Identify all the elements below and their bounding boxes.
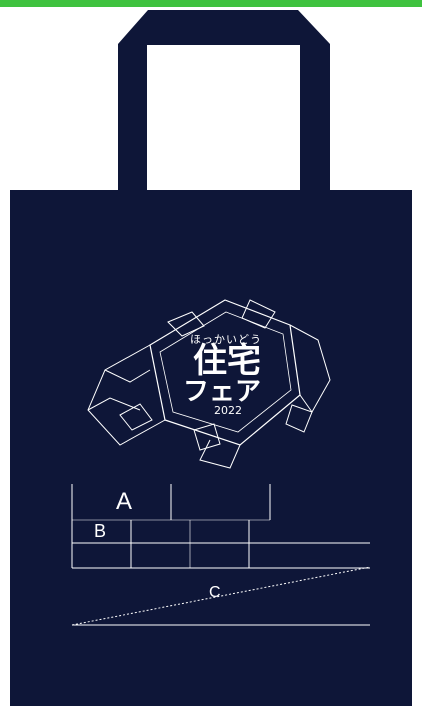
dimension-a-frame [71, 484, 271, 568]
dimension-b-frame [72, 520, 370, 569]
logo-title-line1: 住宅 [193, 341, 261, 381]
bag-body [10, 190, 412, 706]
logo-subtitle: ほっかいどう [190, 333, 262, 346]
bag-handle [118, 10, 330, 190]
dimension-label-a: A [116, 488, 133, 515]
dimension-label-c: C [209, 584, 221, 601]
top-accent-bar [0, 0, 422, 7]
logo-year: 2022 [214, 404, 242, 417]
logo-title-line2: フェア [182, 377, 261, 407]
dimension-c-line [71, 566, 371, 626]
logo-graphic [87, 299, 331, 469]
dimension-label-b: B [94, 521, 107, 541]
